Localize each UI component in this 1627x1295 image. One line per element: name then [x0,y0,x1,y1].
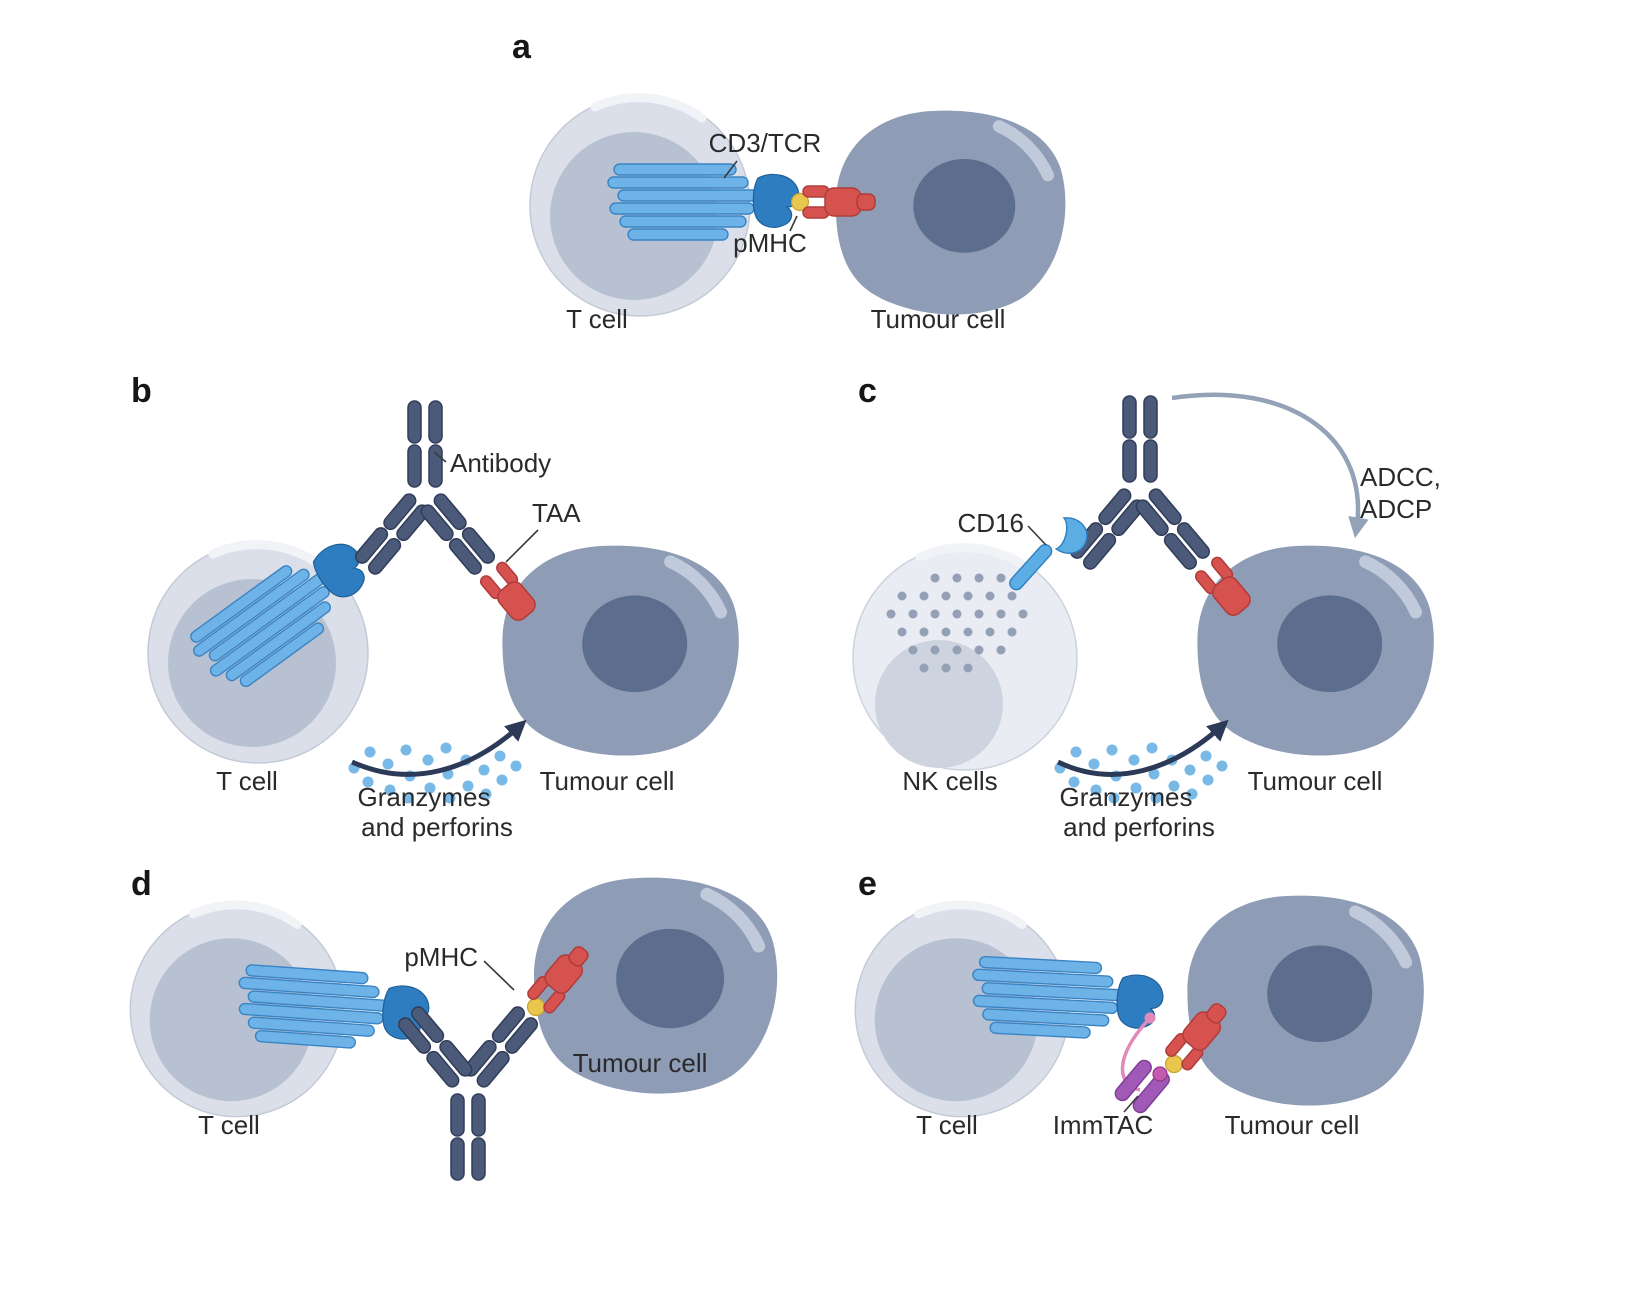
adcc-label-line1: ADCC, [1360,462,1441,492]
adcc-adcp-arrow [1171,392,1369,539]
t-cell-label: T cell [566,304,628,334]
granzymes-label-line2: and perforins [361,812,513,842]
taa-label: TAA [532,498,581,528]
granzyme-arrow [1056,719,1229,777]
panel-a-letter: a [512,28,532,66]
nk-cells-label: NK cells [902,766,997,796]
cd3-tcr-label: CD3/TCR [709,128,822,158]
panel-a: a CD3/TCR pMHC T cell Tumour cell [512,28,1065,334]
pmhc-pointer-line [789,215,798,232]
antibody-icon [1068,396,1212,572]
immtac-pointer-line [1123,1095,1139,1113]
tumour-cell-label: Tumour cell [1225,1110,1360,1140]
cd16-label: CD16 [958,508,1024,538]
immtac-icon [1114,1012,1170,1114]
bispecific-antibody-icon [353,401,497,577]
panel-b-letter: b [131,372,152,410]
panel-b: b Antibody TAA T cell Granzymes and perf… [131,372,739,842]
panel-e: e ImmTAC T cell Tumour cell [855,865,1424,1140]
tumour-cell-label: Tumour cell [1248,766,1383,796]
cd3-tcr-pointer-line [723,160,738,179]
nk-cell [853,546,1077,770]
panel-d: d pMHC T cell Tumour cell [130,865,777,1180]
granzymes-label-line2: and perforins [1063,812,1215,842]
adcc-label-line2: ADCP [1360,494,1432,524]
tumour-cell-label: Tumour cell [540,766,675,796]
panel-c: c ADCC, ADCP CD16 NK cells Granzymes and… [853,372,1441,842]
cd16-pointer-line [1027,525,1047,546]
t-cell-label: T cell [216,766,278,796]
granzymes-label-line1: Granzymes [358,782,491,812]
pmhc-label: pMHC [404,942,478,972]
panel-c-letter: c [858,372,877,410]
t-cell-label: T cell [198,1110,260,1140]
tumour-cell [836,111,1066,315]
panel-e-letter: e [858,865,877,903]
panel-d-letter: d [131,865,152,903]
cd16-receptor-icon [1009,517,1088,591]
granzymes-label-line1: Granzymes [1060,782,1193,812]
immtac-label: ImmTAC [1053,1110,1154,1140]
antibody-label: Antibody [450,448,551,478]
tumour-cell-label: Tumour cell [573,1048,708,1078]
t-cell-label: T cell [916,1110,978,1140]
antibody-pointer-line [433,451,447,463]
bispecific-antibody-icon [396,1004,540,1180]
pmhc-label: pMHC [733,228,807,258]
tumour-cell [502,546,738,756]
granzyme-arrow [350,719,527,777]
pmhc-pointer-line [483,960,515,991]
taa-pointer-line [505,529,539,563]
tumour-cell [1187,896,1423,1106]
tumour-cell-label: Tumour cell [871,304,1006,334]
